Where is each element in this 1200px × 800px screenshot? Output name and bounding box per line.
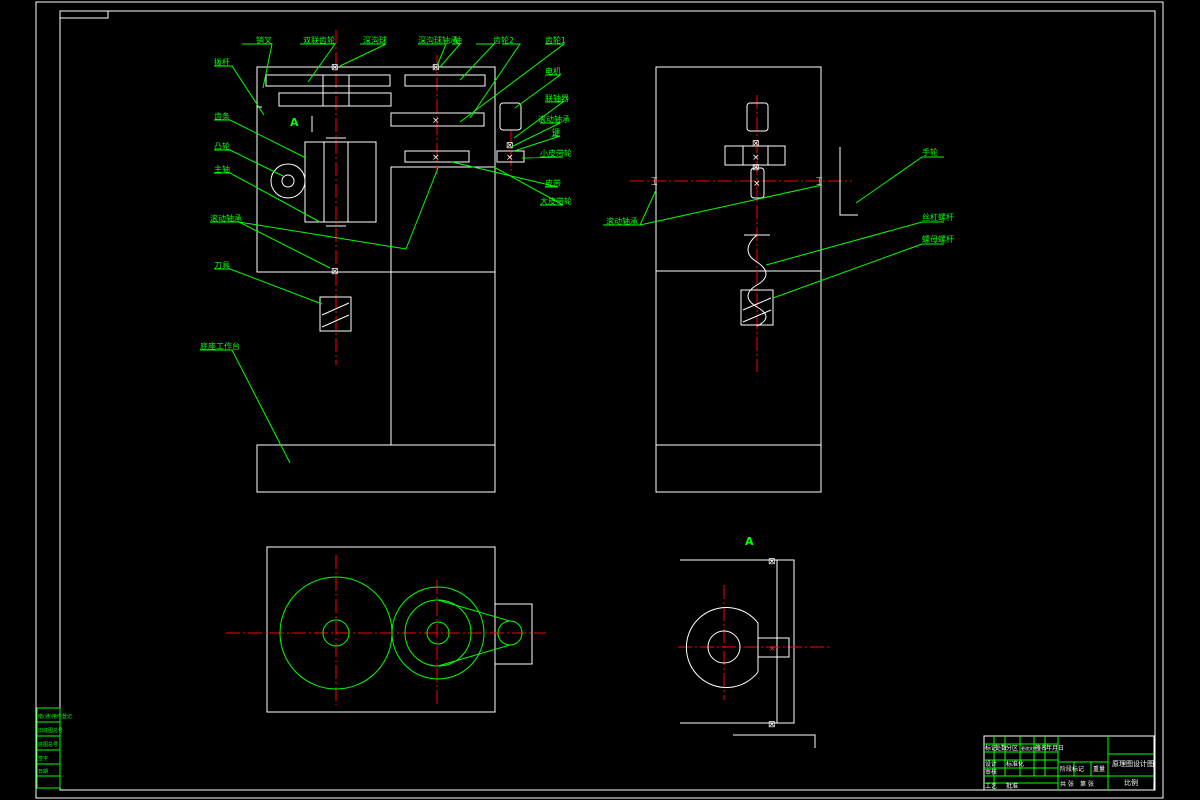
svg-text:×: × (432, 116, 440, 126)
svg-text:⌶: ⌶ (816, 175, 823, 188)
label-gear-rack: 齿条 (214, 111, 230, 121)
label-large-pulley: 大皮带轮 (540, 196, 572, 206)
stamp-cell-4: 签字 (38, 755, 48, 762)
rev-r1-c0: 设计 (985, 760, 997, 768)
label-base: 底座工作台 (200, 341, 240, 351)
rev-r0-c0: 标记 (985, 744, 997, 752)
svg-text:⊠: ⊠ (768, 557, 776, 567)
stamp-cell-5: 日期 (38, 769, 48, 775)
title-block: 标记 处数 分区 更改文件号 签名 年月日 设计 标准化 阶段标记 重量 审核 … (983, 735, 1155, 791)
scale-label: 比例 (1124, 778, 1138, 787)
svg-text:×: × (432, 153, 440, 163)
label-rotary-gear: 双联齿轮 (303, 35, 335, 45)
svg-text:⊠: ⊠ (432, 63, 440, 73)
rev-r1-c4: 阶段标记 (1060, 765, 1084, 773)
outer-border (35, 1, 1164, 799)
label-spindle: 主轴 (214, 164, 230, 174)
side-stamp: 借(通)用件登记 旧底图总号 底图总号 签字 日期 (36, 707, 72, 789)
svg-text:×: × (753, 179, 761, 189)
label-handwheel: 手轮 (922, 147, 938, 157)
stamp-cell-2: 旧底图总号 (38, 727, 63, 734)
label-pin: 销叉 (256, 35, 272, 45)
section-marker-a: A (290, 116, 299, 129)
detail-view-a: A ⊠ ⊠ × (678, 535, 830, 748)
label-shaft: 轴 (454, 35, 462, 45)
label-cam: 凸轮 (214, 141, 230, 151)
label-gear2: 齿轮2 (493, 35, 514, 45)
stamp-cell-3: 底图总号 (38, 741, 58, 748)
rev-r0-c4: 签名 (1035, 744, 1047, 752)
svg-text:⊠: ⊠ (506, 141, 514, 151)
svg-text:⌶: ⌶ (651, 175, 658, 188)
label-belt: 皮带 (545, 178, 561, 188)
label-gear1: 齿轮1 (545, 35, 566, 45)
label-motor: 电机 (545, 66, 561, 76)
label-coupling: 联轴器 (545, 93, 569, 103)
stamp-cell-1: 借(通)用件登记 (38, 713, 72, 720)
svg-text:×: × (506, 153, 514, 163)
label-lead-screw: 丝杠螺杆 (922, 212, 954, 222)
rev-r3-c4: 共 张 (1060, 780, 1074, 788)
svg-text:×: × (769, 644, 776, 653)
front-view: ⊠ ⊠ × × × ⊠ ⊠ A (200, 30, 572, 493)
rev-r0-c5: 年月日 (1046, 744, 1064, 752)
label-key: 键 (552, 127, 560, 137)
label-handle: 拨杆 (214, 57, 230, 67)
top-view (226, 546, 546, 713)
rev-r0-c1: 处数 (995, 744, 1007, 752)
svg-text:⊠: ⊠ (331, 267, 339, 277)
label-deep-groove-2: 深沟球轴承 (418, 35, 458, 45)
drawing-name: 原理图设计图 (1112, 759, 1154, 768)
inner-frame (59, 10, 1156, 791)
label-rolling-bearing-2: 滚动轴承 (210, 213, 242, 223)
rev-r3-c5: 第 张 (1080, 780, 1094, 788)
label-deep-groove: 深沟球 (363, 35, 387, 45)
detail-title: A (745, 535, 754, 548)
rev-r0-c2: 分区 (1006, 744, 1018, 752)
svg-text:⊠: ⊠ (752, 139, 760, 149)
side-view: ⊠ × ⊠ × ⌶ ⌶ 手轮 滚动轴承 丝杠螺杆 螺母螺杆 (603, 66, 954, 493)
rev-r1-c2: 标准化 (1006, 760, 1024, 768)
rev-r3-c0: 工艺 (985, 782, 997, 790)
rev-r1-c5: 重量 (1093, 765, 1105, 773)
label-tool: 刀具 (214, 261, 230, 270)
label-small-pulley: 小皮带轮 (540, 148, 572, 158)
label-nut-screw: 螺母螺杆 (922, 234, 954, 244)
rev-r0-c3: 更改文件号 (1021, 745, 1041, 751)
label-thrust-bearing: 滚动轴承 (606, 216, 638, 226)
rev-r2-c0: 审核 (985, 768, 997, 776)
svg-text:×: × (752, 153, 760, 163)
label-rolling-bearing: 滚动轴承 (538, 114, 570, 124)
svg-text:⊠: ⊠ (768, 720, 776, 730)
svg-text:⊠: ⊠ (331, 63, 339, 73)
rev-r3-c2: 批准 (1006, 782, 1018, 790)
corner-tab (59, 10, 109, 19)
